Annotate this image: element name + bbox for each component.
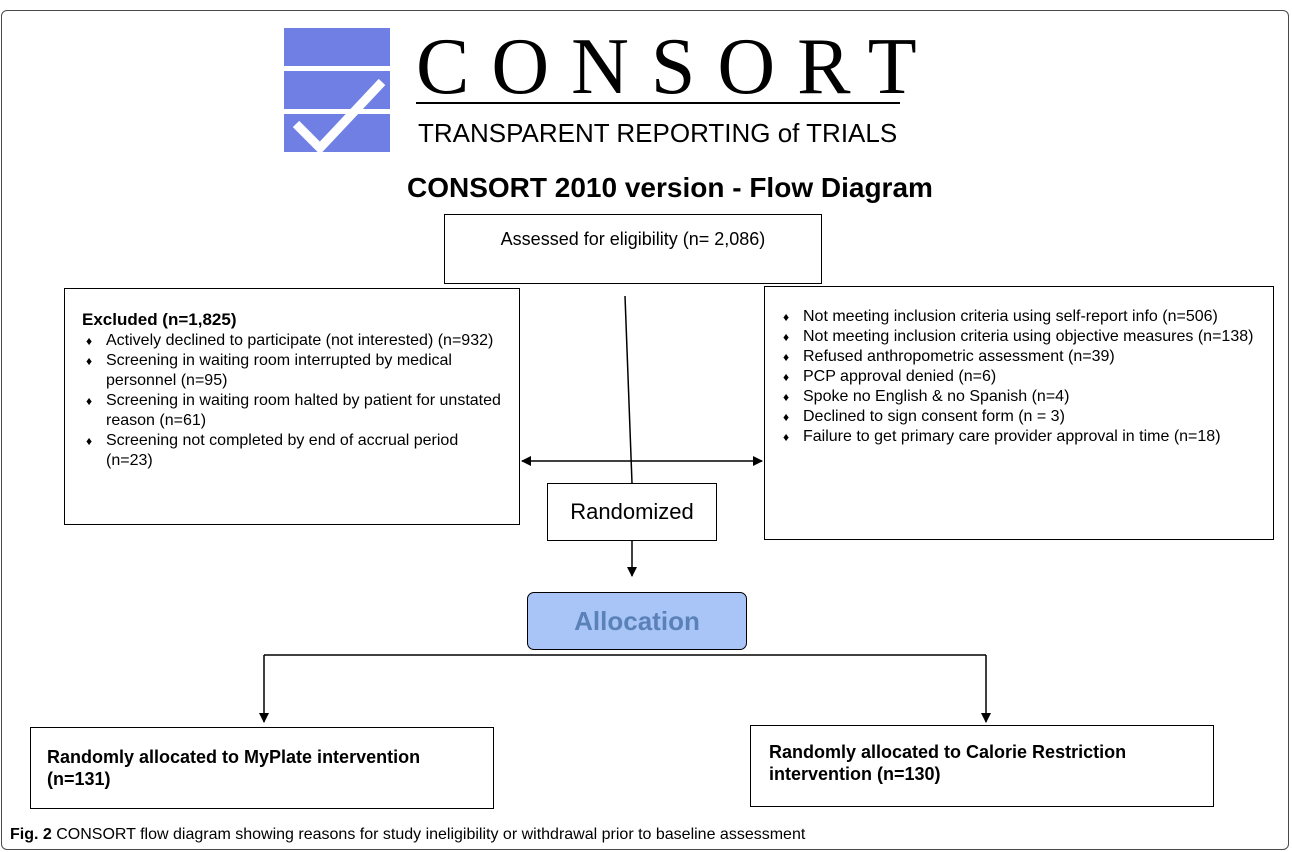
assessed-label: Assessed for eligibility (n= 2,086) (500, 229, 766, 249)
logo-tagline: TRANSPARENT REPORTING of TRIALS (418, 118, 898, 148)
bullet-icon: ♦ (783, 350, 790, 364)
list-item: ♦Declined to sign consent form (n = 3) (783, 408, 1065, 425)
allocation-label: Allocation (574, 605, 700, 636)
bullet-icon: ♦ (86, 354, 93, 368)
excluded-box: Excluded (n=1,825) ♦Actively declined to… (64, 288, 520, 525)
list-item: ♦Failure to get primary care provider ap… (783, 428, 1221, 445)
list-item: ♦Screening in waiting room interrupted b… (86, 352, 452, 389)
bullet-icon: ♦ (783, 330, 790, 344)
calorie-restriction-arm-label: Randomly allocated to Calorie Restrictio… (769, 742, 1127, 784)
calorie-restriction-arm-box: Randomly allocated to Calorie Restrictio… (750, 725, 1214, 807)
bullet-icon: ♦ (86, 334, 93, 348)
list-item: ♦Screening in waiting room halted by pat… (86, 392, 501, 429)
myplate-arm-label: Randomly allocated to MyPlate interventi… (47, 747, 421, 789)
randomized-label: Randomized (570, 499, 694, 524)
list-item: ♦Spoke no English & no Spanish (n=4) (783, 388, 1070, 405)
list-item: ♦Screening not completed by end of accru… (86, 432, 459, 469)
bullet-icon: ♦ (783, 310, 790, 324)
list-item: ♦PCP approval denied (n=6) (783, 368, 997, 385)
myplate-arm-box: Randomly allocated to MyPlate interventi… (30, 727, 494, 809)
list-item: ♦Refused anthropometric assessment (n=39… (783, 348, 1115, 365)
bullet-icon: ♦ (783, 390, 790, 404)
consort-logo-icon (284, 28, 390, 152)
excluded-reasons-list: ♦Actively declined to participate (not i… (82, 331, 509, 471)
bullet-icon: ♦ (783, 410, 790, 424)
figure-frame (1, 10, 1289, 850)
ineligible-box: ♦Not meeting inclusion criteria using se… (764, 286, 1274, 540)
bullet-icon: ♦ (783, 430, 790, 444)
bullet-icon: ♦ (783, 370, 790, 384)
logo-divider (416, 102, 900, 104)
bullet-icon: ♦ (86, 394, 93, 408)
assessed-to-randomized-line (624, 295, 633, 484)
caption-label: Fig. 2 (10, 826, 52, 843)
assessed-box: Assessed for eligibility (n= 2,086) (444, 214, 822, 284)
bullet-icon: ♦ (86, 434, 93, 448)
allocation-box: Allocation (527, 592, 747, 650)
ineligible-reasons-list: ♦Not meeting inclusion criteria using se… (779, 307, 1261, 447)
logo-wordmark: CONSORT (416, 23, 939, 111)
list-item: ♦Actively declined to participate (not i… (86, 332, 494, 349)
diagram-heading: CONSORT 2010 version - Flow Diagram (407, 172, 933, 203)
list-item: ♦Not meeting inclusion criteria using ob… (783, 328, 1254, 345)
caption-text: CONSORT flow diagram showing reasons for… (51, 826, 806, 843)
list-item: ♦Not meeting inclusion criteria using se… (783, 308, 1218, 325)
figure-caption: Fig. 2 CONSORT flow diagram showing reas… (10, 826, 805, 844)
excluded-title: Excluded (n=1,825) (82, 310, 237, 329)
randomized-box: Randomized (547, 483, 717, 541)
